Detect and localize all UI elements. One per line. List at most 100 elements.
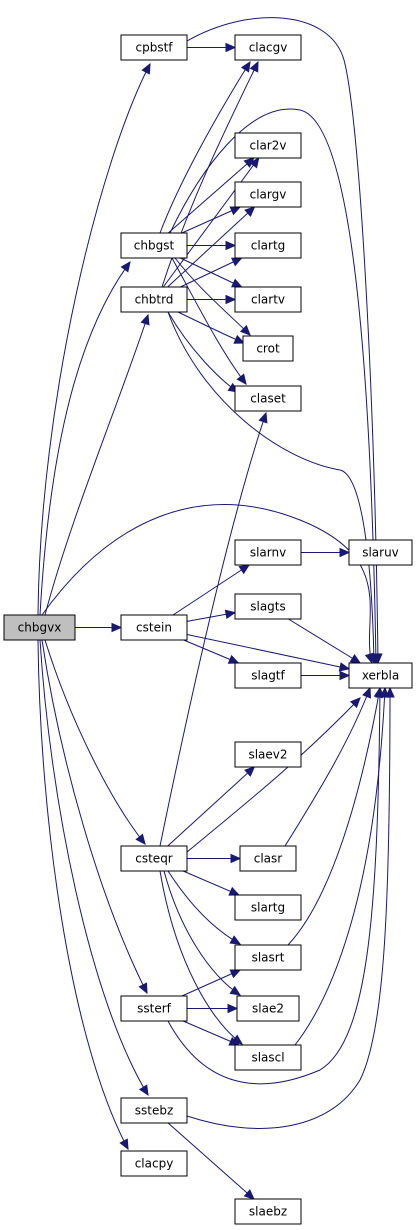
node-box — [242, 335, 294, 362]
node-label: slarnv — [250, 546, 286, 560]
edge-arrowhead — [249, 60, 259, 73]
node-chbgst[interactable]: chbgst — [120, 232, 188, 259]
edge-arrowhead — [228, 1036, 241, 1046]
edge-chbgst-to-clargv — [181, 206, 242, 234]
node-label: chbgst — [134, 239, 175, 253]
edge-chbtrd-to-clartv — [187, 294, 237, 305]
node-slaruv[interactable]: slaruv — [348, 539, 413, 566]
node-label: slaebz — [249, 1205, 287, 1219]
node-cstein[interactable]: cstein — [120, 614, 188, 641]
node-slagtf[interactable]: slagtf — [234, 662, 302, 689]
edge-line — [186, 697, 361, 853]
node-cpbstf[interactable]: cpbstf — [120, 34, 188, 61]
node-box — [234, 34, 302, 61]
node-slae2[interactable]: slae2 — [236, 995, 300, 1022]
edge-arrowhead — [229, 969, 242, 979]
node-clacpy[interactable]: clacpy — [120, 1150, 188, 1177]
edge-arrowhead — [240, 60, 251, 73]
edge-arrowhead — [224, 609, 237, 619]
node-slagts[interactable]: slagts — [234, 593, 302, 620]
node-clargv[interactable]: clargv — [234, 181, 302, 208]
edge-line — [41, 504, 373, 664]
edge-cstein-to-slagts — [186, 609, 237, 622]
node-clasr[interactable]: clasr — [239, 845, 297, 872]
edge-arrowhead — [228, 886, 241, 896]
edge-chbgvx-to-csteqr — [44, 639, 146, 845]
node-slascl[interactable]: slascl — [234, 1044, 302, 1071]
node-box — [234, 1044, 302, 1071]
edge-arrowhead — [243, 1189, 255, 1200]
edge-line — [41, 639, 148, 994]
edge-arrowhead — [135, 833, 146, 845]
node-box — [348, 539, 413, 566]
node-box — [3, 614, 76, 641]
node-box — [234, 132, 302, 159]
node-slarnv[interactable]: slarnv — [234, 539, 302, 566]
node-crot[interactable]: crot — [242, 335, 294, 362]
edge-arrowhead — [140, 313, 150, 326]
node-xerbla[interactable]: xerbla — [348, 662, 413, 689]
node-box — [120, 995, 188, 1022]
node-label: clargv — [250, 188, 287, 202]
node-label: crot — [256, 342, 280, 356]
node-box — [239, 845, 297, 872]
node-clar2v[interactable]: clar2v — [234, 132, 302, 159]
node-slasrt[interactable]: slasrt — [234, 944, 302, 971]
node-label: ssterf — [137, 1002, 172, 1016]
edge-line — [159, 412, 267, 847]
node-label: slagtf — [251, 669, 285, 683]
edge-cstein-to-xerbla — [186, 634, 351, 672]
edge-line — [186, 687, 391, 1129]
edge-chbgvx-to-chbgst — [39, 261, 131, 616]
edge-arrowhead — [229, 935, 242, 945]
node-label: clartg — [251, 239, 286, 253]
node-slaev2[interactable]: slaev2 — [234, 741, 302, 768]
node-chbgvx[interactable]: chbgvx — [3, 614, 76, 641]
edge-arrowhead — [141, 62, 151, 75]
edge-chbgst-to-claset — [171, 257, 247, 385]
edge-line — [39, 261, 131, 616]
edge-arrowhead — [230, 853, 242, 864]
edge-arrowhead — [229, 206, 242, 216]
node-clartg[interactable]: clartg — [234, 232, 302, 259]
node-clartv[interactable]: clartv — [234, 286, 302, 313]
node-chbtrd[interactable]: chbtrd — [120, 286, 188, 313]
edge-csteqr-to-slae2 — [163, 870, 242, 996]
edge-arrowhead — [225, 42, 237, 53]
node-slaebz[interactable]: slaebz — [234, 1198, 302, 1225]
edge-line — [37, 639, 129, 1150]
edge-arrowhead — [119, 1138, 129, 1151]
edge-arrowhead — [227, 654, 240, 664]
node-claset[interactable]: claset — [234, 385, 302, 412]
edge-cpbstf-to-clacgv — [187, 42, 237, 53]
edge-chbtrd-to-clar2v — [162, 157, 260, 288]
edge-csteqr-to-claset — [159, 411, 268, 847]
edge-line — [167, 1122, 255, 1200]
edge-arrowhead — [238, 564, 251, 575]
edge-arrowhead — [258, 411, 268, 424]
edge-line — [167, 311, 375, 664]
node-label: csteqr — [135, 852, 173, 866]
edge-arrowhead — [236, 373, 247, 385]
node-label: cstein — [136, 621, 172, 635]
node-csteqr[interactable]: csteqr — [120, 845, 188, 872]
node-box — [234, 593, 302, 620]
node-clacgv[interactable]: clacgv — [234, 34, 302, 61]
node-slartg[interactable]: slartg — [234, 894, 302, 921]
node-ssterf[interactable]: ssterf — [120, 995, 188, 1022]
edge-arrowhead — [230, 278, 243, 288]
node-sstebz[interactable]: sstebz — [120, 1097, 188, 1124]
edge-line — [287, 687, 381, 946]
edge-line — [186, 17, 379, 664]
node-label: clacpy — [135, 1157, 174, 1171]
edge-arrowhead — [239, 324, 251, 336]
edge-line — [39, 639, 149, 1096]
edge-line — [171, 257, 247, 385]
edge-line — [44, 314, 149, 616]
edge-chbgvx-to-cstein — [75, 622, 123, 633]
edge-chbtrd-to-crot — [177, 311, 246, 344]
edge-csteqr-to-slaev2 — [167, 766, 256, 847]
edge-arrowhead — [111, 622, 123, 633]
edge-slagtf-to-xerbla — [301, 670, 351, 681]
